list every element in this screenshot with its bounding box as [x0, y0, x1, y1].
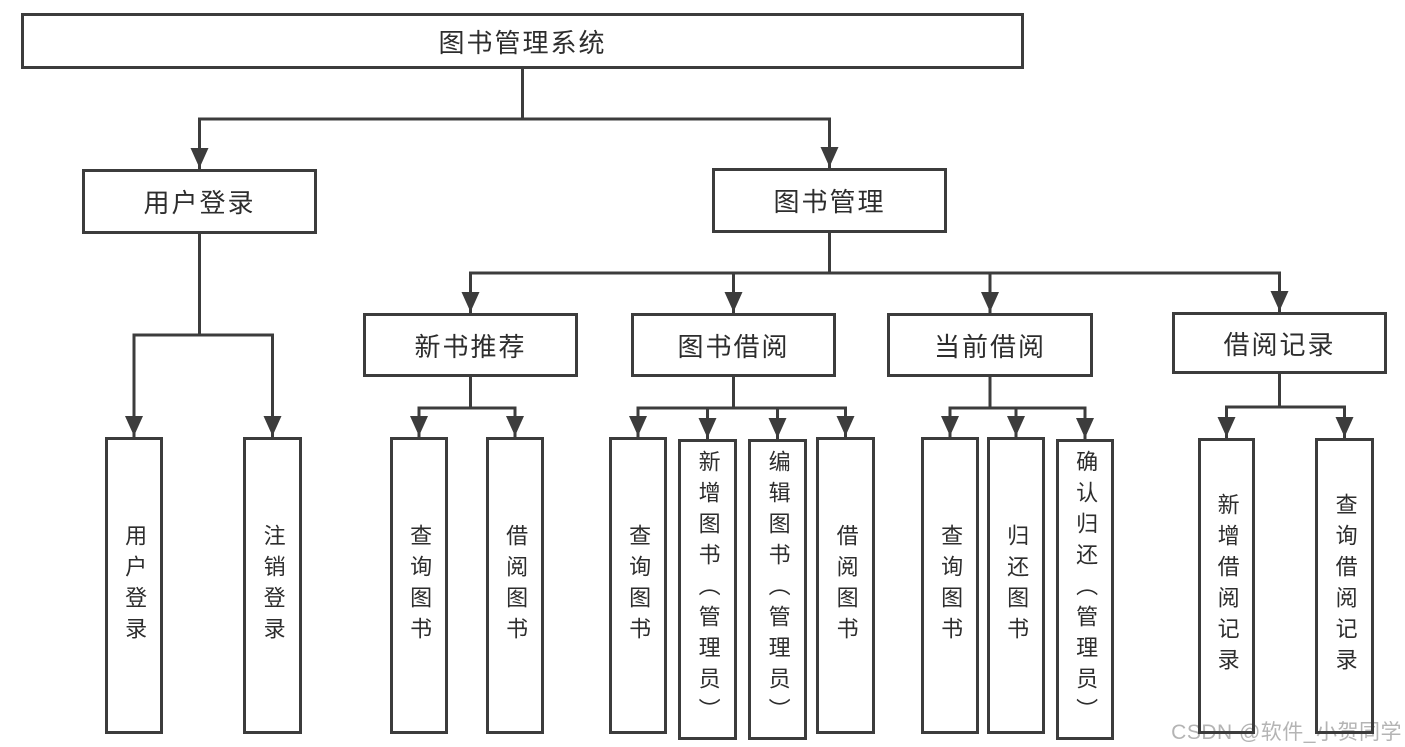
- connector-new-book: [417, 375, 517, 410]
- node-user-login: 用户登录: [82, 169, 317, 234]
- connector-book-borrow: [636, 375, 847, 410]
- leaf-user-login: 用户登录: [105, 437, 163, 734]
- leaf-confirm-return-admin: 确认归还（管理员）: [1056, 439, 1114, 740]
- watermark: CSDN @软件_小贺同学: [1171, 721, 1402, 744]
- node-current-borrowing: 当前借阅: [887, 313, 1093, 377]
- connector-borrow-record: [1225, 372, 1346, 409]
- connector-root: [198, 67, 831, 121]
- leaf-logout: 注销登录: [243, 437, 302, 734]
- leaf-add-borrow-record: 新增借阅记录: [1198, 438, 1255, 734]
- leaf-edit-book-admin: 编辑图书（管理员）: [748, 439, 807, 740]
- node-book-management: 图书管理: [712, 168, 947, 233]
- leaf-query-books-current: 查询图书: [921, 437, 979, 734]
- leaf-borrow-books-recommend: 借阅图书: [486, 437, 544, 734]
- node-new-book-recommendation: 新书推荐: [363, 313, 578, 377]
- leaf-query-books-recommend: 查询图书: [390, 437, 448, 734]
- connector-current-borrow: [948, 375, 1087, 410]
- leaf-query-books-borrow: 查询图书: [609, 437, 667, 734]
- connector-user-login: [132, 232, 274, 337]
- leaf-add-book-admin: 新增图书（管理员）: [678, 439, 737, 740]
- connector-book-management: [469, 231, 1281, 275]
- leaf-borrow-books: 借阅图书: [816, 437, 875, 734]
- node-borrowing-records: 借阅记录: [1172, 312, 1387, 374]
- leaf-query-borrow-record: 查询借阅记录: [1315, 438, 1374, 734]
- node-book-borrowing: 图书借阅: [631, 313, 836, 377]
- leaf-return-book: 归还图书: [987, 437, 1045, 734]
- node-library-management-system: 图书管理系统: [21, 13, 1024, 69]
